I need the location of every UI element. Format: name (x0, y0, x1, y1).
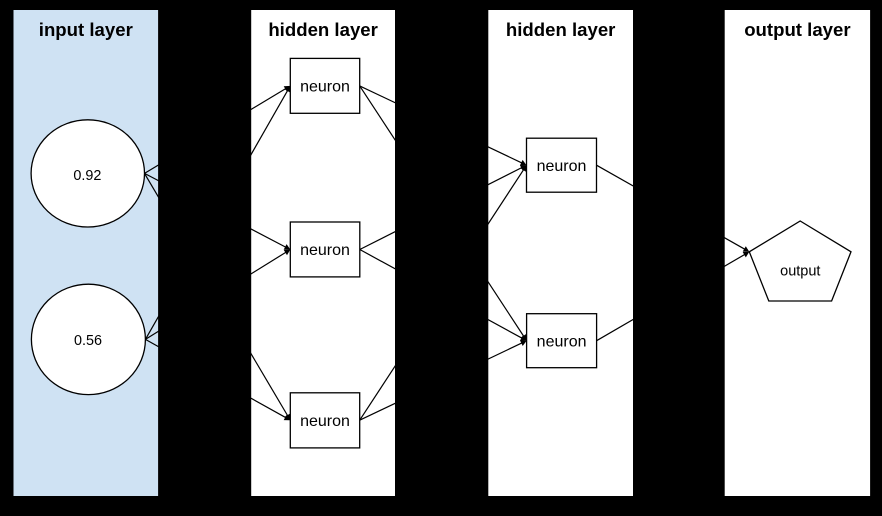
svg-text:neuron: neuron (537, 158, 587, 175)
svg-text:neuron: neuron (300, 413, 350, 430)
svg-text:neuron: neuron (300, 79, 350, 96)
svg-text:hidden layer: hidden layer (506, 19, 616, 40)
svg-text:input layer: input layer (39, 19, 133, 40)
svg-text:output layer: output layer (744, 19, 850, 40)
svg-text:output: output (780, 264, 820, 280)
svg-text:neuron: neuron (537, 333, 587, 350)
svg-text:hidden layer: hidden layer (268, 19, 378, 40)
svg-text:0.92: 0.92 (73, 168, 101, 184)
svg-text:0.56: 0.56 (74, 333, 102, 349)
svg-text:neuron: neuron (300, 242, 350, 259)
